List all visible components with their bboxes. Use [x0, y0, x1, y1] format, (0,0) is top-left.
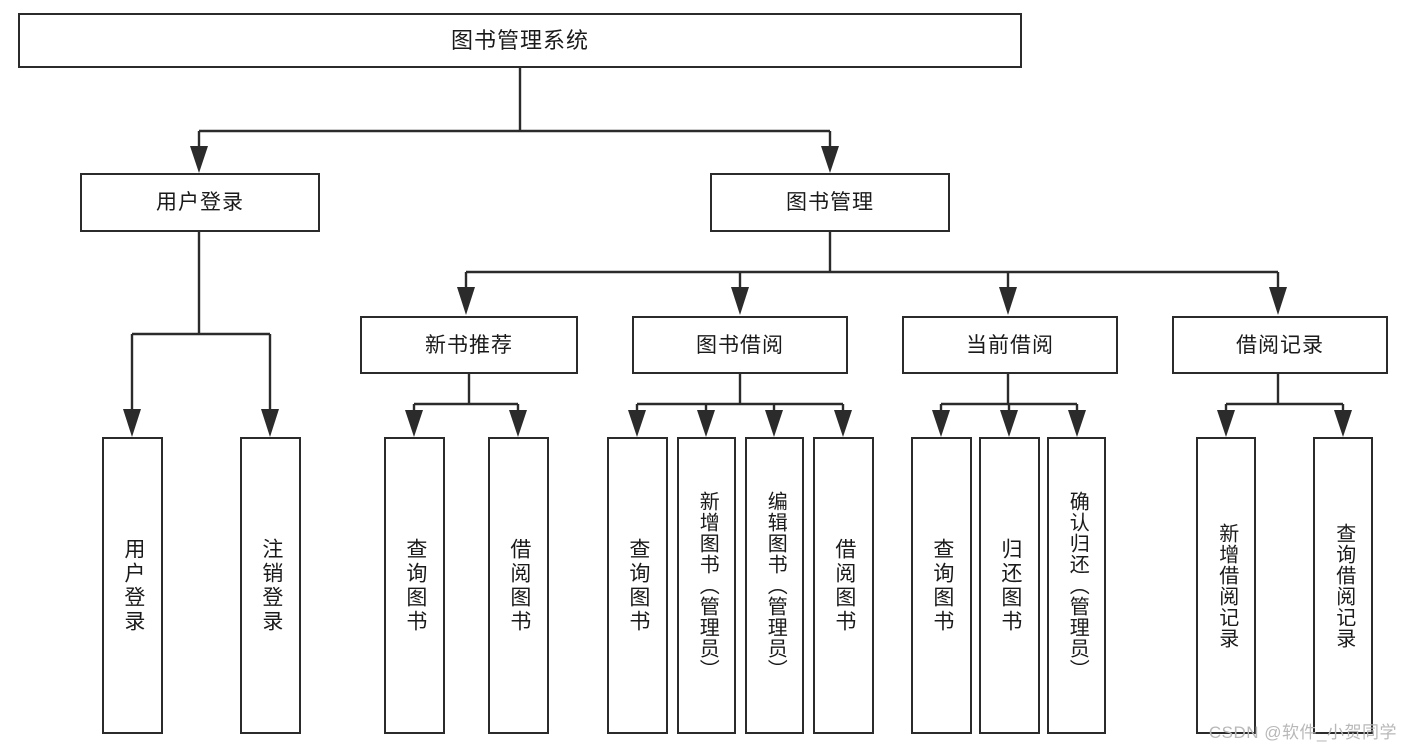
- arrow-borrowbook-l4: [834, 410, 852, 437]
- leaf-current-borrow-confirm[interactable]: 确认归还（管理员）: [1047, 437, 1106, 734]
- arrow-user-login: [190, 146, 208, 173]
- leaf-borrow-book-query[interactable]: 查询图书: [607, 437, 668, 734]
- node-current-borrow-label: 当前借阅: [966, 333, 1054, 357]
- arrow-borrowrecord-l1: [1217, 410, 1235, 437]
- leaf-borrow-book-add[interactable]: 新增图书（管理员）: [677, 437, 736, 734]
- node-borrow-record-label: 借阅记录: [1236, 333, 1324, 357]
- arrow-currentborrow-l3: [1068, 410, 1086, 437]
- csdn-watermark: CSDN @软件_小贺同学: [1208, 723, 1397, 742]
- node-book-borrow-label: 图书借阅: [696, 333, 784, 357]
- leaf-user-login-logout[interactable]: 注销登录: [240, 437, 301, 734]
- leaf-borrow-book-edit-label: 编辑图书（管理员）: [764, 491, 787, 680]
- leaf-new-book-query-label: 查询图书: [403, 537, 427, 634]
- arrow-borrow-book: [731, 287, 749, 315]
- arrow-borrowbook-l3: [765, 410, 783, 437]
- leaf-current-borrow-return[interactable]: 归还图书: [979, 437, 1040, 734]
- leaf-current-borrow-query[interactable]: 查询图书: [911, 437, 972, 734]
- arrow-userlogin-l2: [261, 409, 279, 437]
- arrow-borrowbook-l2: [697, 410, 715, 437]
- leaf-borrow-record-add-label: 新增借阅记录: [1215, 522, 1238, 649]
- leaf-borrow-book-borrow-label: 借阅图书: [832, 537, 856, 634]
- arrow-currentborrow-l1: [932, 410, 950, 437]
- leaf-borrow-record-add[interactable]: 新增借阅记录: [1196, 437, 1256, 734]
- leaf-borrow-book-edit[interactable]: 编辑图书（管理员）: [745, 437, 804, 734]
- leaf-new-book-borrow-label: 借阅图书: [507, 537, 531, 634]
- node-book-management-label: 图书管理: [786, 191, 874, 214]
- leaf-current-borrow-query-label: 查询图书: [930, 537, 954, 634]
- node-current-borrow[interactable]: 当前借阅: [902, 316, 1118, 374]
- arrow-current-borrow: [999, 287, 1017, 315]
- node-user-login[interactable]: 用户登录: [80, 173, 320, 232]
- arrow-newbook-l2: [509, 410, 527, 437]
- leaf-user-login-login[interactable]: 用户登录: [102, 437, 163, 734]
- node-book-management[interactable]: 图书管理: [710, 173, 950, 232]
- arrow-borrowbook-l1: [628, 410, 646, 437]
- leaf-borrow-book-borrow[interactable]: 借阅图书: [813, 437, 874, 734]
- leaf-user-login-login-label: 用户登录: [121, 537, 145, 634]
- node-new-book-recommend[interactable]: 新书推荐: [360, 316, 578, 374]
- leaf-borrow-record-query-label: 查询借阅记录: [1332, 522, 1355, 649]
- leaf-current-borrow-confirm-label: 确认归还（管理员）: [1066, 491, 1089, 680]
- leaf-new-book-query[interactable]: 查询图书: [384, 437, 445, 734]
- node-new-book-recommend-label: 新书推荐: [425, 333, 513, 357]
- node-root-label: 图书管理系统: [450, 27, 589, 53]
- leaf-new-book-borrow[interactable]: 借阅图书: [488, 437, 549, 734]
- arrow-userlogin-l1: [123, 409, 141, 437]
- arrow-new-book: [457, 287, 475, 315]
- arrow-newbook-l1: [405, 410, 423, 437]
- leaf-borrow-record-query[interactable]: 查询借阅记录: [1313, 437, 1373, 734]
- arrow-borrow-record: [1269, 287, 1287, 315]
- leaf-current-borrow-return-label: 归还图书: [998, 537, 1022, 634]
- leaf-borrow-book-query-label: 查询图书: [626, 537, 650, 634]
- node-book-borrow[interactable]: 图书借阅: [632, 316, 848, 374]
- arrow-borrowrecord-l2: [1334, 410, 1352, 437]
- node-borrow-record[interactable]: 借阅记录: [1172, 316, 1388, 374]
- arrow-book-mgmt: [821, 146, 839, 173]
- arrow-currentborrow-l2: [1000, 410, 1018, 437]
- leaf-user-login-logout-label: 注销登录: [259, 537, 283, 634]
- node-user-login-label: 用户登录: [156, 191, 244, 214]
- leaf-borrow-book-add-label: 新增图书（管理员）: [696, 491, 719, 680]
- node-root[interactable]: 图书管理系统: [18, 13, 1022, 68]
